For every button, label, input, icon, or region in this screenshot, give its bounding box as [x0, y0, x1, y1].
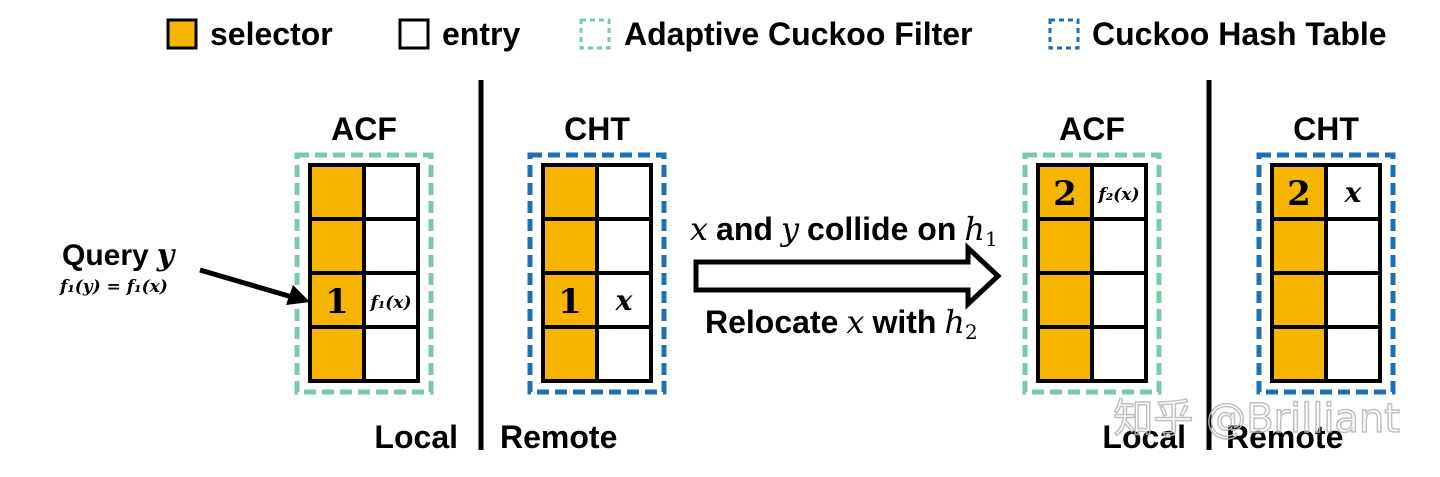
- left-cht-panel: CHT 1 x: [527, 111, 667, 395]
- legend-cht-label: Cuckoo Hash Table: [1092, 16, 1387, 52]
- left-local-label: Local: [374, 419, 458, 455]
- legend-entry-swatch: [398, 18, 430, 50]
- query-arrow-head: [286, 285, 310, 305]
- left-remote-label: Remote: [500, 419, 617, 455]
- left-acf-title: ACF: [331, 111, 397, 147]
- left-acf-entry-value: f₁(x): [370, 293, 412, 313]
- right-cht-selector-value: 2: [1287, 174, 1311, 214]
- right-acf-panel: ACF 2 f₂(x): [1022, 111, 1162, 395]
- right-cht-border: [1256, 152, 1396, 395]
- watermark: 知乎 @Brilliant: [1113, 396, 1400, 442]
- right-local-label: Local: [1102, 419, 1186, 455]
- query-arrow-line: [199, 267, 293, 300]
- legend-cht-swatch: [1048, 18, 1080, 50]
- left-acf-border: [294, 152, 434, 395]
- left-cht-border: [527, 152, 667, 395]
- right-acf-border: [1022, 152, 1162, 395]
- legend-acf-label: Adaptive Cuckoo Filter: [624, 16, 973, 52]
- left-acf-panel: ACF 1 f₁(x): [294, 111, 434, 395]
- right-cht-title: CHT: [1293, 111, 1359, 147]
- legend-selector-label: selector: [210, 16, 333, 52]
- left-cht-selector-value: 1: [558, 282, 582, 322]
- right-cht-entry-value: x: [1344, 176, 1362, 209]
- right-cht-panel: CHT 2 x: [1256, 111, 1396, 395]
- right-remote-label: Remote: [1226, 419, 1343, 455]
- arrow-shape: [693, 242, 1002, 310]
- legend-selector-swatch: [166, 18, 198, 50]
- right-acf-entry-value: f₂(x): [1098, 185, 1140, 205]
- right-acf-title: ACF: [1059, 111, 1125, 147]
- left-cht-title: CHT: [564, 111, 630, 147]
- legend-acf-swatch: [579, 18, 611, 50]
- legend: selector entry Adaptive Cuckoo Filter Cu…: [166, 16, 1387, 52]
- query-equation: f₁(y) = f₁(x): [59, 277, 168, 297]
- legend-entry-label: entry: [442, 16, 520, 52]
- right-acf-selector-value: 2: [1053, 174, 1077, 214]
- left-acf-selector-value: 1: [325, 282, 349, 322]
- left-cht-entry-value: x: [615, 284, 633, 317]
